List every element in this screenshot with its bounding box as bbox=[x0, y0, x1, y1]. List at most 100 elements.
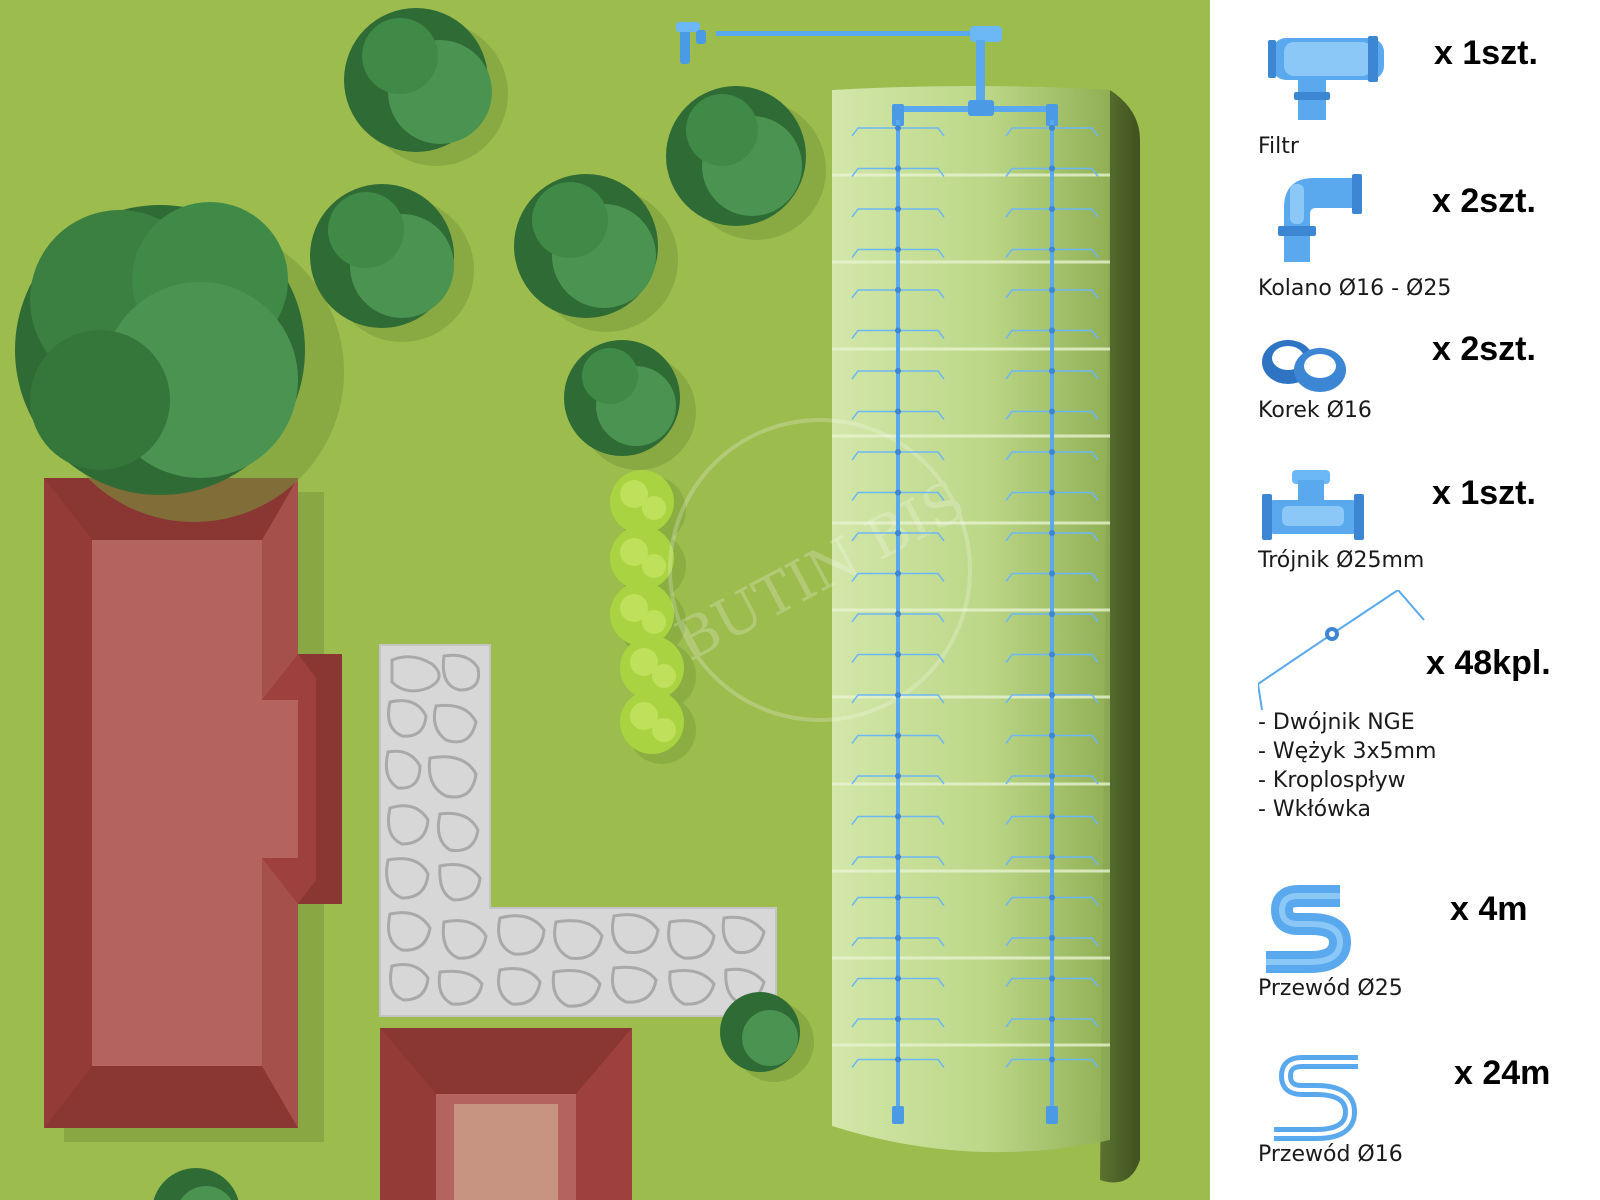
legend-label: Przewód Ø16 bbox=[1258, 1142, 1403, 1167]
emitter-junction bbox=[895, 854, 901, 860]
part-item: - Kroplospływ bbox=[1258, 768, 1406, 793]
emitter-junction bbox=[895, 287, 901, 293]
emitter-junction bbox=[1049, 975, 1055, 982]
main-supply-pipe bbox=[716, 26, 1002, 108]
legend-item-elbow: Kolano Ø16 - Ø25 x 2szt. bbox=[1210, 168, 1600, 308]
emitter-junction bbox=[895, 611, 901, 617]
drip-set-parts: - Dwójnik NGE - Wężyk 3x5mm - Kroplospły… bbox=[1258, 708, 1436, 824]
emitter-junction bbox=[1049, 935, 1055, 941]
emitter-junction bbox=[895, 449, 901, 455]
drip-lines bbox=[892, 120, 1058, 1124]
emitter-junction bbox=[895, 206, 901, 212]
emitter-junction bbox=[895, 246, 901, 253]
tree-small bbox=[564, 340, 696, 470]
house-small bbox=[380, 1028, 632, 1200]
legend-label: Przewód Ø25 bbox=[1258, 976, 1403, 1001]
emitter-junction bbox=[1049, 530, 1055, 536]
emitter-junction bbox=[1049, 773, 1055, 779]
garden-plan: BUTIN BIS bbox=[0, 0, 1210, 1200]
tree-top bbox=[344, 8, 508, 166]
header-pipe bbox=[892, 100, 1058, 126]
emitter-junction bbox=[1049, 368, 1055, 374]
emitter-junction bbox=[895, 530, 901, 536]
house-main bbox=[44, 478, 342, 1142]
emitter-junction bbox=[1049, 125, 1055, 131]
tee-icon bbox=[1262, 470, 1364, 540]
emitter-junction bbox=[1049, 449, 1055, 455]
legend-qty: x 1szt. bbox=[1434, 34, 1538, 72]
emitter-junction bbox=[1049, 570, 1055, 577]
legend-qty: x 2szt. bbox=[1432, 330, 1536, 368]
emitter-junction bbox=[895, 489, 901, 496]
emitter-junction bbox=[895, 813, 901, 820]
emitters bbox=[851, 125, 1099, 1068]
emitter-junction bbox=[1049, 813, 1055, 820]
legend-qty: x 24m bbox=[1454, 1054, 1551, 1092]
greenhouse bbox=[832, 86, 1140, 1183]
legend-qty: x 4m bbox=[1450, 890, 1528, 928]
tap-icon bbox=[676, 22, 706, 64]
stone-path bbox=[379, 644, 777, 1017]
pipe-25-icon bbox=[1266, 885, 1352, 973]
legend-label: Korek Ø16 bbox=[1258, 398, 1372, 423]
part-item: - Wężyk 3x5mm bbox=[1258, 739, 1437, 764]
trees bbox=[15, 8, 826, 1200]
legend-item-filter: Filtr x 1szt. bbox=[1210, 20, 1600, 170]
emitter-junction bbox=[895, 651, 901, 658]
drip-set-icon bbox=[1258, 590, 1425, 710]
emitter-junction bbox=[1049, 287, 1055, 293]
emitter-junction bbox=[895, 1056, 901, 1063]
legend-qty: x 1szt. bbox=[1432, 474, 1536, 512]
emitter-junction bbox=[1049, 732, 1055, 739]
emitter-junction bbox=[1049, 1056, 1055, 1063]
emitter-junction bbox=[895, 125, 901, 131]
tree-mid bbox=[514, 174, 678, 332]
emitter-junction bbox=[895, 975, 901, 982]
emitter-junction bbox=[895, 773, 901, 779]
legend-label: Kolano Ø16 - Ø25 bbox=[1258, 276, 1452, 301]
emitter-junction bbox=[1049, 489, 1055, 496]
legend-item-drip-set: x 48kpl. - Dwójnik NGE - Wężyk 3x5mm - K… bbox=[1210, 590, 1600, 830]
legend-item-pipe-16: Przewód Ø16 x 24m bbox=[1210, 1048, 1600, 1178]
filter-icon bbox=[1268, 36, 1384, 120]
emitter-junction bbox=[895, 894, 901, 901]
irrigation-system bbox=[676, 22, 1099, 1124]
emitter-junction bbox=[1049, 1016, 1055, 1022]
part-item: - Wkłówka bbox=[1258, 797, 1371, 822]
tree-corner bbox=[153, 1168, 239, 1200]
pipe-16-icon bbox=[1274, 1055, 1358, 1141]
materials-legend: Filtr x 1szt. Kolano Ø16 - Ø25 x 2szt. K… bbox=[1210, 0, 1600, 1200]
emitter-junction bbox=[1049, 611, 1055, 617]
legend-item-pipe-25: Przewód Ø25 x 4m bbox=[1210, 880, 1600, 1010]
emitter-junction bbox=[895, 327, 901, 334]
legend-label: Trójnik Ø25mm bbox=[1258, 548, 1425, 573]
emitter-junction bbox=[895, 935, 901, 941]
tree-mid-left bbox=[310, 184, 474, 342]
emitter-junction bbox=[1049, 651, 1055, 658]
emitter-junction bbox=[1049, 246, 1055, 253]
legend-qty: x 2szt. bbox=[1432, 182, 1536, 220]
emitter-junction bbox=[1049, 692, 1055, 698]
emitter-junction bbox=[1049, 165, 1055, 172]
emitter-junction bbox=[895, 1016, 901, 1022]
legend-item-end-cap: Korek Ø16 x 2szt. bbox=[1210, 330, 1600, 440]
emitter-junction bbox=[895, 408, 901, 415]
emitter-junction bbox=[1049, 894, 1055, 901]
emitter-junction bbox=[1049, 854, 1055, 860]
emitter-junction bbox=[895, 570, 901, 577]
tree-bottom bbox=[720, 992, 814, 1082]
garden-plan-svg: BUTIN BIS bbox=[15, 8, 1140, 1200]
emitter-junction bbox=[895, 165, 901, 172]
end-cap-icon bbox=[1262, 340, 1346, 392]
emitter-junction bbox=[1049, 327, 1055, 334]
tree-large bbox=[15, 202, 344, 522]
emitter-junction bbox=[1049, 206, 1055, 212]
legend-label: Filtr bbox=[1258, 134, 1299, 159]
elbow-icon bbox=[1278, 174, 1362, 262]
tree-upper-right bbox=[666, 86, 826, 240]
emitter-junction bbox=[895, 732, 901, 739]
emitter-junction bbox=[1049, 408, 1055, 415]
legend-qty: x 48kpl. bbox=[1426, 644, 1551, 682]
emitter-junction bbox=[895, 368, 901, 374]
